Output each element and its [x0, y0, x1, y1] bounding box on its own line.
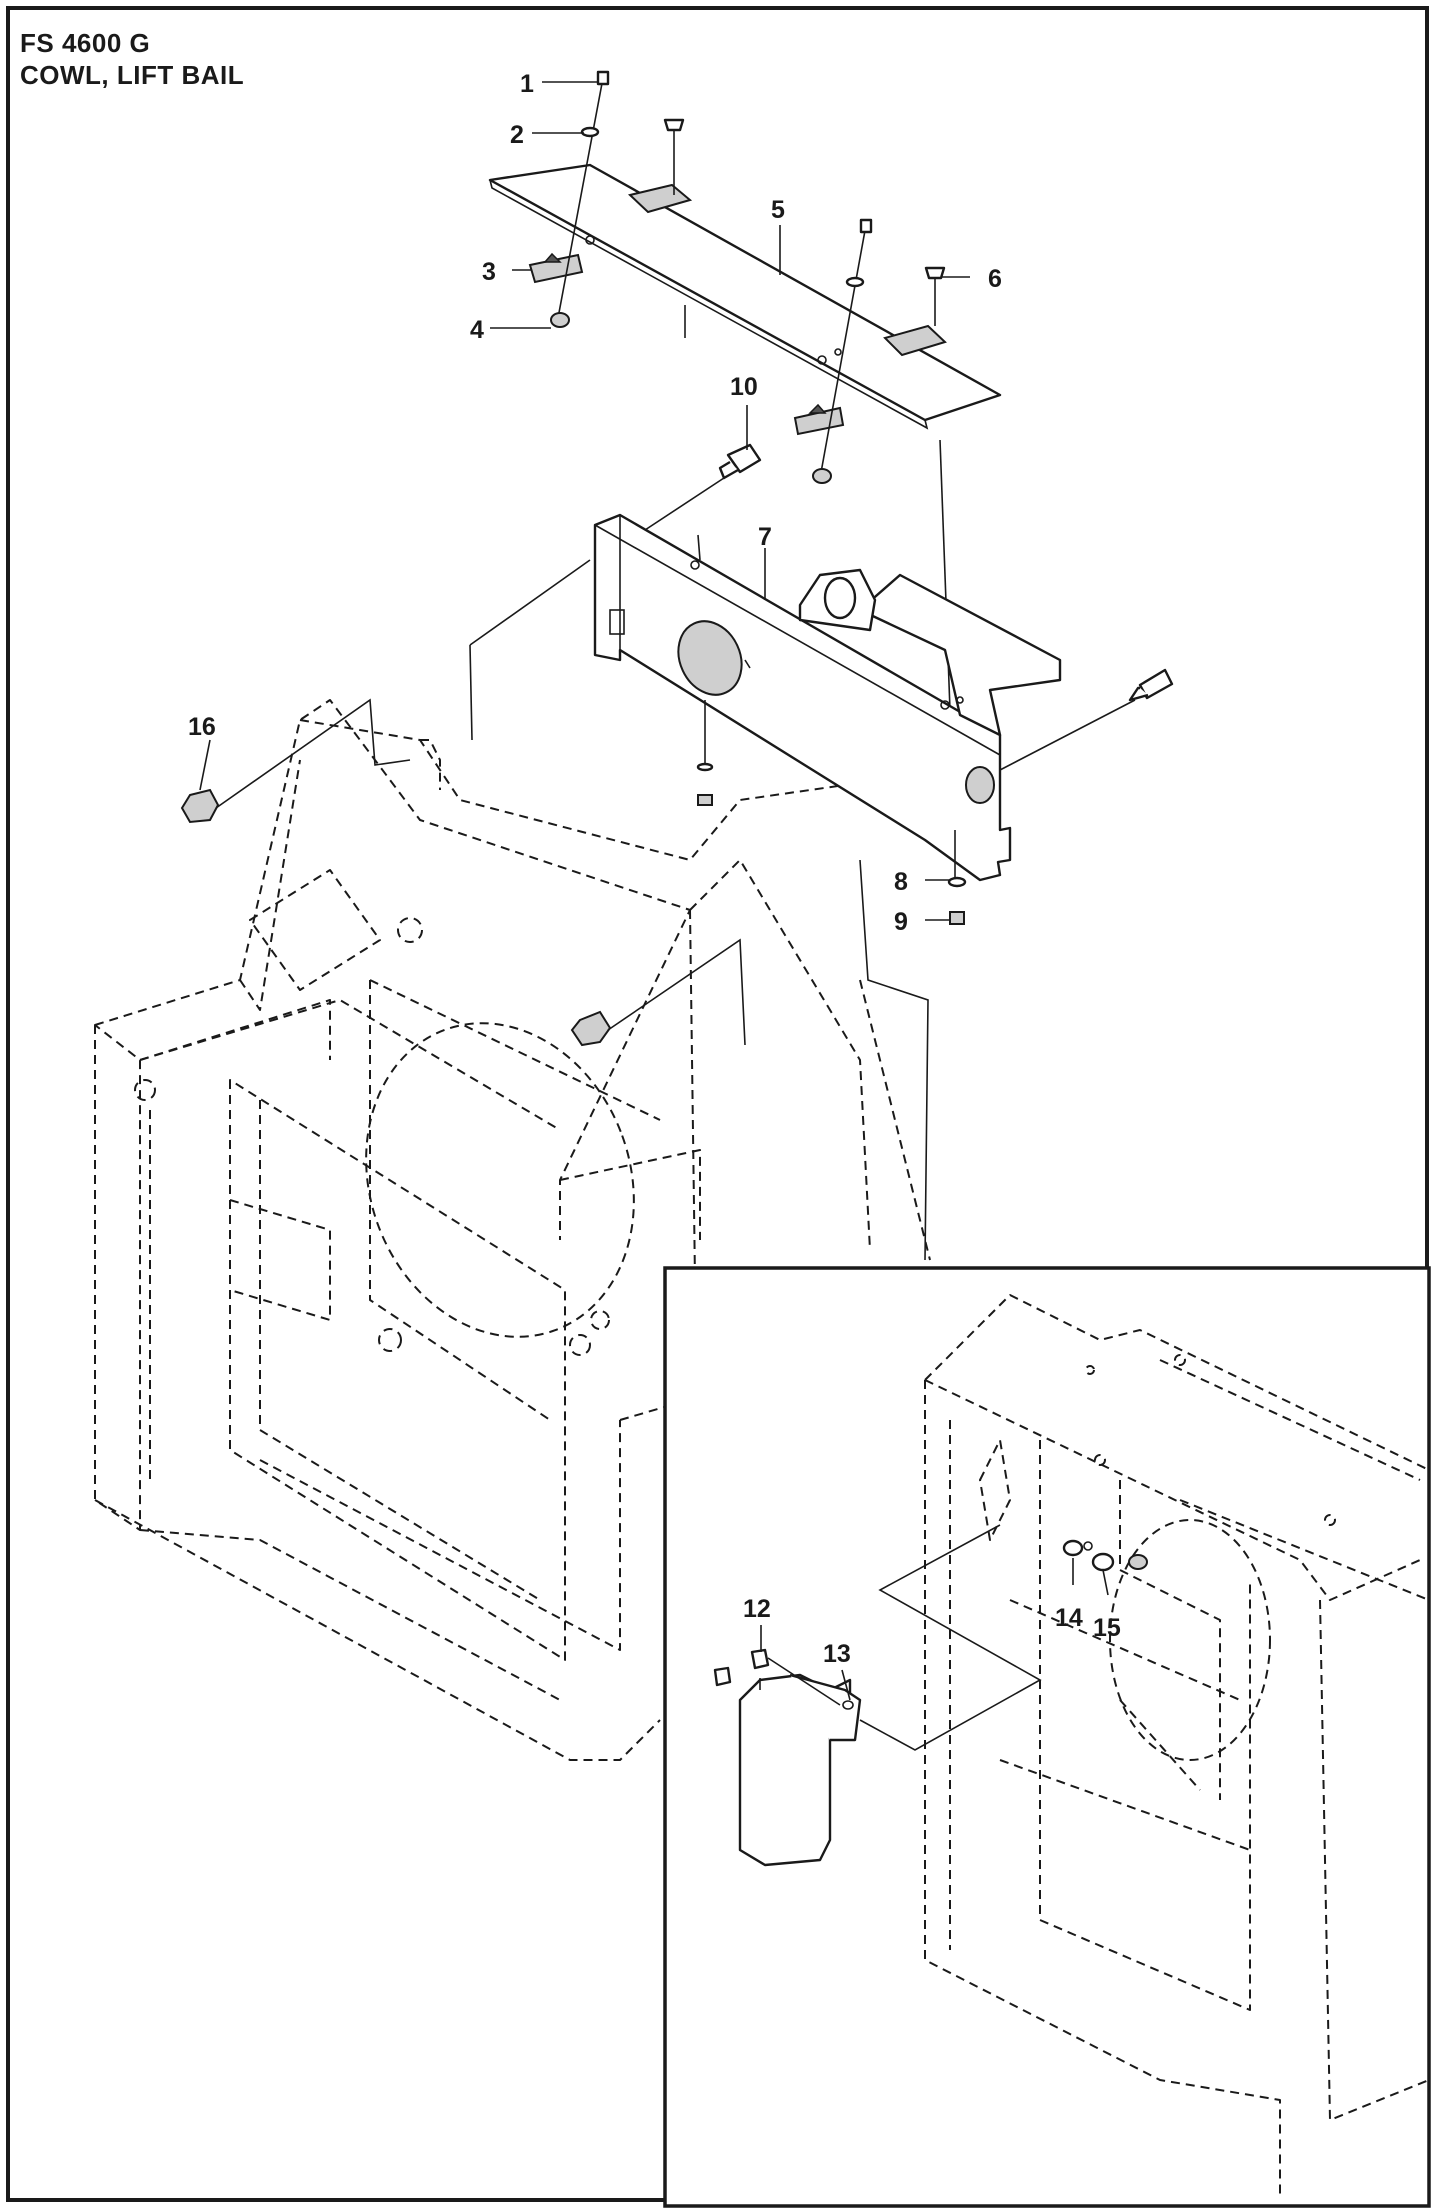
callout-10: 10	[730, 373, 758, 401]
callout-16: 16	[188, 713, 216, 741]
callout-9: 9	[894, 908, 908, 936]
callout-5: 5	[771, 196, 785, 224]
callout-3: 3	[482, 258, 496, 286]
cowl-plate	[488, 163, 1002, 430]
bracket-washer-nut	[947, 830, 967, 925]
callout-labels: 1 2 3 4 5 6 7 8 9 10 12 13 14 15 16	[188, 70, 1121, 1668]
callout-7: 7	[758, 523, 772, 551]
bracket-bolt-right	[999, 668, 1174, 771]
callout-6: 6	[988, 265, 1002, 293]
latch-hardware	[550, 70, 873, 484]
callout-leaders	[199, 81, 1109, 1701]
bracket-nut-center	[696, 700, 714, 806]
callout-4: 4	[470, 316, 484, 344]
callout-12: 12	[743, 1595, 771, 1623]
section-title: COWL, LIFT BAIL	[20, 60, 245, 90]
callout-14: 14	[1055, 1604, 1083, 1632]
frame-nut	[180, 559, 929, 1261]
lift-bail-bracket	[593, 513, 1062, 882]
callout-8: 8	[894, 868, 908, 896]
callout-2: 2	[510, 121, 524, 149]
callout-1: 1	[520, 70, 534, 98]
bracket-bolt-top	[644, 443, 762, 561]
model-title: FS 4600 G	[20, 28, 151, 58]
callout-13: 13	[823, 1640, 851, 1668]
callout-15: 15	[1093, 1614, 1121, 1642]
inset-panel	[663, 1266, 1431, 2208]
